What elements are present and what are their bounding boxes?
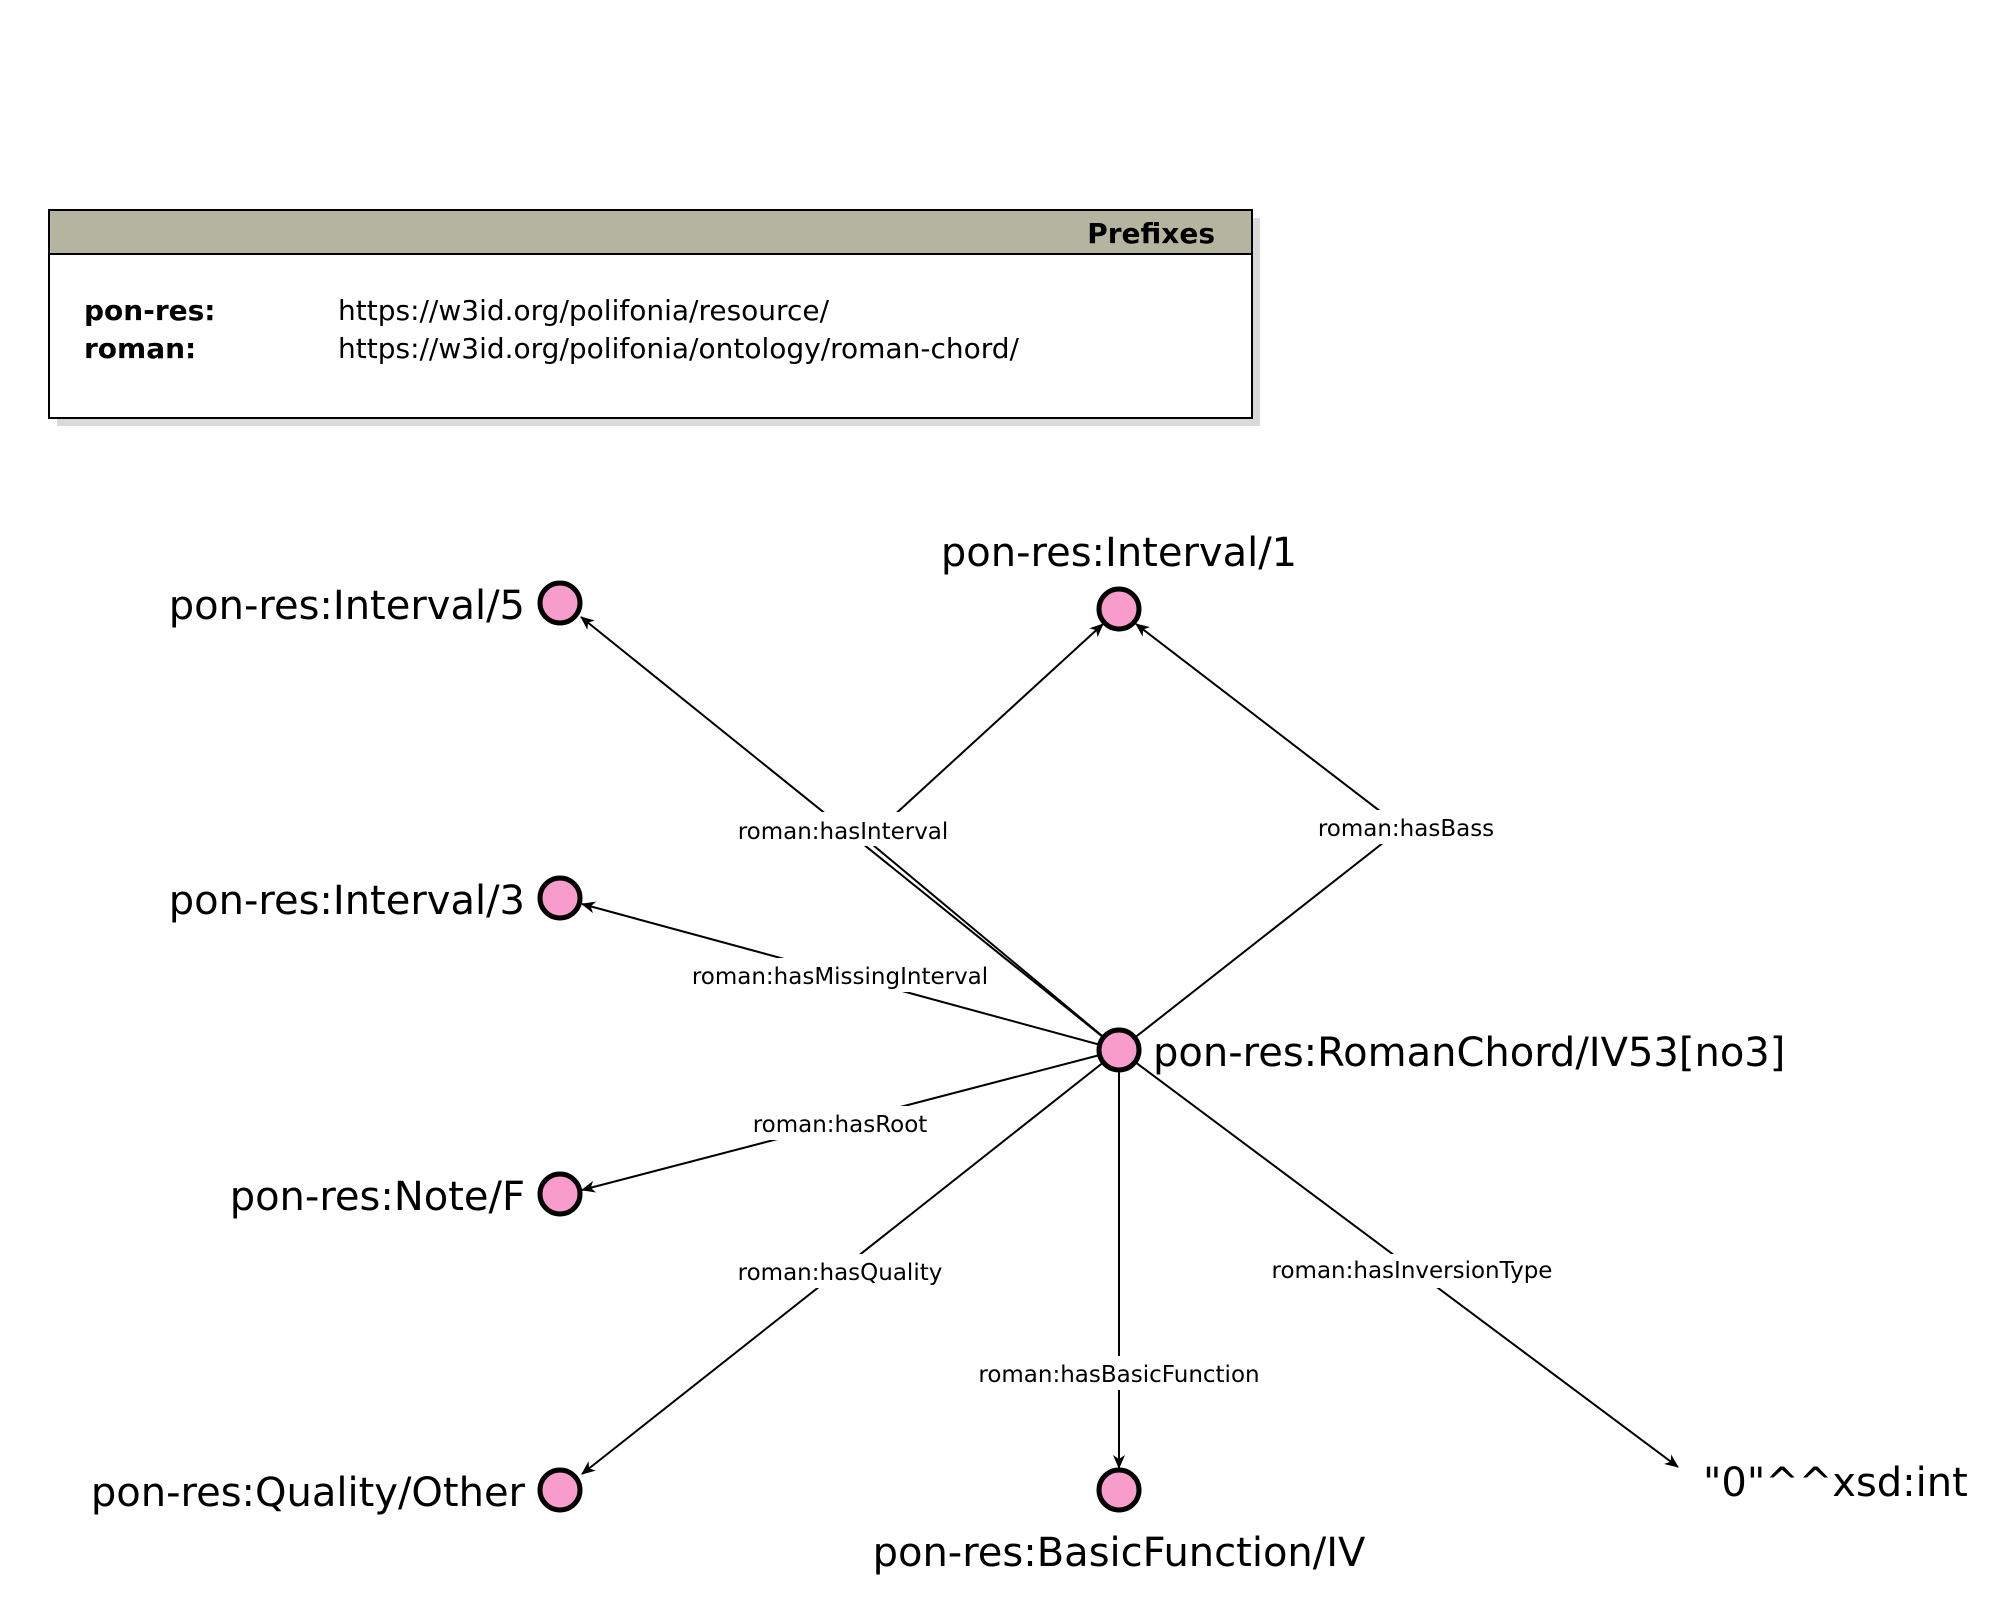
node-interval-3[interactable]	[537, 875, 583, 921]
prefixes-box: Prefixes pon-res: https://w3id.org/polif…	[48, 209, 1260, 426]
node-label-interval-3: pon-res:Interval/3	[169, 878, 525, 924]
node-label-literal-0[interactable]: "0"^^xsd:int	[1703, 1460, 1968, 1506]
edge-label-has-missing-interval: roman:hasMissingInterval	[692, 964, 988, 990]
prefix-key-roman: roman:	[84, 332, 196, 365]
prefix-key-pon-res: pon-res:	[84, 294, 216, 327]
nodes: pon-res:RomanChord/IV53[no3] pon-res:Int…	[91, 530, 1968, 1576]
node-note-f[interactable]	[537, 1171, 583, 1217]
node-interval-1[interactable]	[1096, 586, 1142, 632]
edge-label-has-basic-function: roman:hasBasicFunction	[978, 1362, 1259, 1388]
edge-label-has-inversion-type: roman:hasInversionType	[1272, 1258, 1553, 1284]
node-label-basic-function-iv: pon-res:BasicFunction/IV	[873, 1530, 1366, 1576]
node-label-quality-other: pon-res:Quality/Other	[91, 1470, 526, 1516]
node-basic-function-iv[interactable]	[1096, 1467, 1142, 1513]
node-roman-chord-iv53[interactable]	[1096, 1027, 1142, 1073]
edge-label-has-bass: roman:hasBass	[1318, 816, 1494, 842]
prefixes-title: Prefixes	[1087, 217, 1215, 250]
prefix-namespace-pon-res: https://w3id.org/polifonia/resource/	[338, 294, 830, 327]
node-label-interval-5: pon-res:Interval/5	[169, 583, 525, 629]
node-label-roman-chord-iv53: pon-res:RomanChord/IV53[no3]	[1153, 1030, 1785, 1076]
prefixes-header	[48, 209, 1253, 255]
node-label-note-f: pon-res:Note/F	[230, 1174, 525, 1220]
node-label-interval-1: pon-res:Interval/1	[941, 530, 1297, 576]
node-quality-other[interactable]	[537, 1467, 583, 1513]
edge-labels: roman:hasInterval roman:hasBass roman:ha…	[685, 810, 1562, 1390]
prefix-namespace-roman: https://w3id.org/polifonia/ontology/roma…	[338, 332, 1020, 365]
edge-label-has-quality: roman:hasQuality	[738, 1260, 943, 1286]
node-interval-5[interactable]	[537, 580, 583, 626]
edge-label-has-root: roman:hasRoot	[753, 1112, 928, 1138]
edge-label-has-interval: roman:hasInterval	[738, 819, 949, 845]
